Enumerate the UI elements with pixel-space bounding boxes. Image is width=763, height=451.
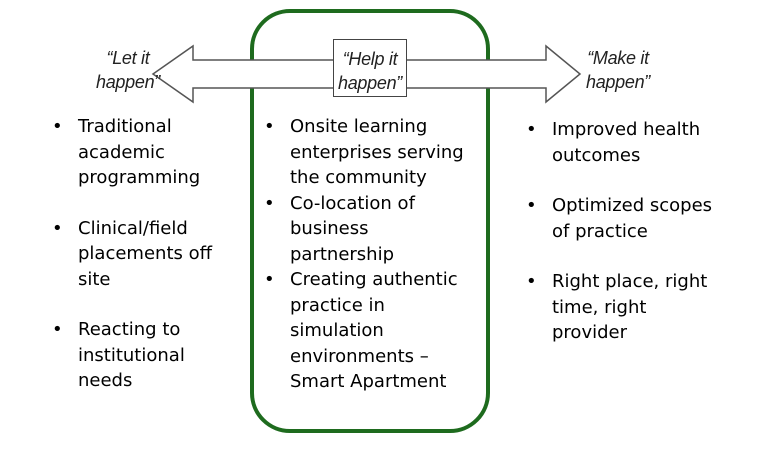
- list-item: Traditional academic programming: [52, 114, 232, 191]
- list-item: Clinical/field placements off site: [52, 216, 232, 293]
- make-it-happen-list: Improved health outcomes Optimized scope…: [526, 117, 726, 371]
- help-it-happen-list: Onsite learning enterprises serving the …: [264, 114, 474, 395]
- list-item: Creating authentic practice in simulatio…: [264, 267, 474, 395]
- highlight-box: [250, 9, 490, 433]
- help-it-happen-label: “Help it happen”: [333, 39, 407, 97]
- let-it-happen-list: Traditional academic programming Clinica…: [52, 114, 232, 419]
- list-item: Right place, right time, right provider: [526, 269, 726, 346]
- list-item: Optimized scopes of practice: [526, 193, 726, 244]
- list-item: Improved health outcomes: [526, 117, 726, 168]
- list-item: Reacting to institutional needs: [52, 317, 232, 394]
- make-it-happen-label: “Make it happen”: [586, 48, 650, 92]
- list-item: Co-location of business partnership: [264, 191, 474, 268]
- list-item: Onsite learning enterprises serving the …: [264, 114, 474, 191]
- let-it-happen-label: “Let it happen”: [96, 48, 160, 92]
